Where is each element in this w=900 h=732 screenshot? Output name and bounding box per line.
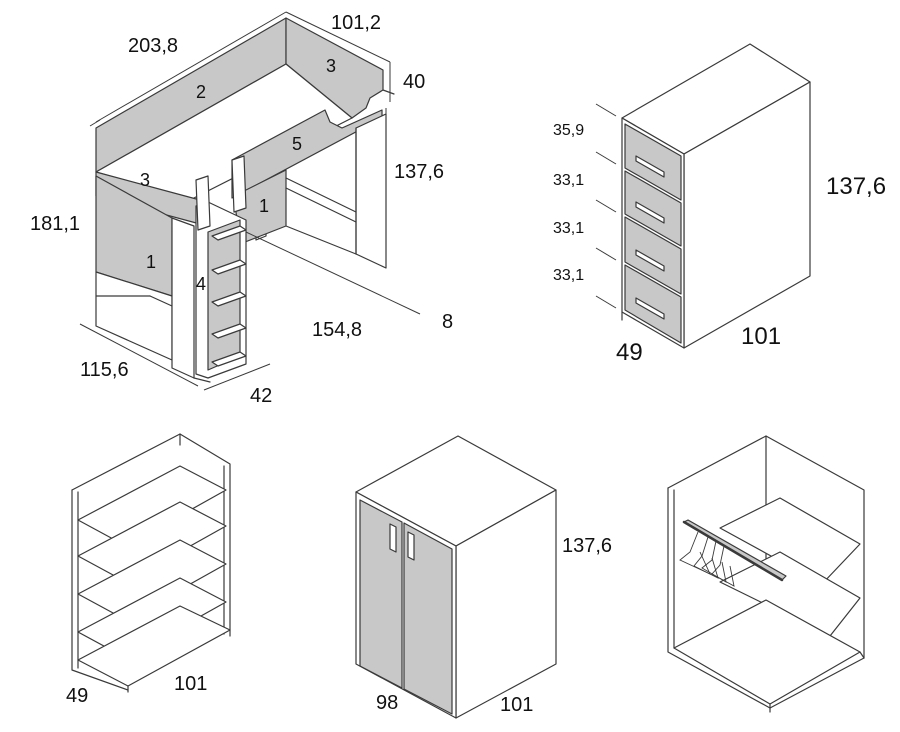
- drawer-height-label: 35,9: [553, 122, 584, 139]
- dim-total-height-label: 181,1: [30, 213, 80, 235]
- shelf-board: [77, 501, 227, 583]
- shelf-boards: [77, 465, 231, 687]
- chest-dimension-ticks: [595, 103, 617, 309]
- shelving-depth-label: 49: [66, 685, 88, 707]
- drawer-front: [624, 216, 682, 295]
- shelving-drawing: [71, 433, 231, 693]
- wardrobe-door-right: [403, 522, 453, 715]
- shelf-board: [77, 465, 227, 547]
- right-post: [355, 113, 387, 269]
- chest-depth-label: 49: [616, 339, 643, 366]
- hanger-icon: [701, 540, 727, 583]
- part-number-label: 5: [292, 134, 302, 154]
- wardrobe-width-label: 98: [376, 692, 398, 714]
- dim-length-label: 203,8: [128, 35, 178, 57]
- drawer-handle-icon: [635, 155, 665, 178]
- drawer-height-label: 33,1: [553, 220, 584, 237]
- hanger-icon: [693, 536, 719, 579]
- drawer-handle-icon: [635, 297, 665, 320]
- wardrobe-drawing: [355, 435, 557, 719]
- wardrobe-height-label: 137,6: [562, 535, 612, 557]
- drawer-handle-icon: [635, 249, 665, 272]
- part-number-label: 1: [146, 252, 156, 272]
- drawer-handles: [635, 155, 665, 320]
- drawer-height-label: 33,1: [553, 267, 584, 284]
- door-handle-icon: [389, 523, 397, 553]
- loft-bed-dimension-lines: [79, 11, 421, 391]
- chest-drawing: [621, 43, 811, 349]
- drawer-front: [624, 264, 682, 344]
- part-number-label: 3: [140, 170, 150, 190]
- dim-lower-length-label: 154,8: [312, 319, 362, 341]
- dim-ladder-width-label: 42: [250, 385, 272, 407]
- drawer-front: [624, 170, 682, 247]
- part-number-label: 1: [259, 196, 269, 216]
- wardrobe-depth-label: 101: [500, 694, 533, 716]
- dim-rail-offset-label: 8: [442, 311, 453, 333]
- dim-top-right-height-label: 137,6: [394, 161, 444, 183]
- drawer-height-label: 33,1: [553, 172, 584, 189]
- front-post: [171, 217, 195, 379]
- ladder-step: [211, 259, 247, 275]
- ladder-step: [211, 291, 247, 307]
- hanger-icon: [711, 545, 735, 587]
- interior-drawing: [667, 435, 865, 713]
- dim-rail-height-label: 40: [403, 71, 425, 93]
- ladder-steps: [211, 225, 247, 367]
- ladder-step: [211, 351, 247, 367]
- ladder-handrail-right: [231, 155, 247, 213]
- dim-bottom-width-label: 115,6: [80, 359, 129, 381]
- chest-height-label: 137,6: [826, 173, 886, 200]
- shelving-width-label: 101: [174, 673, 207, 695]
- chest-width-label: 101: [741, 323, 781, 350]
- part-number-label: 4: [196, 274, 206, 294]
- door-handle-icon: [407, 531, 415, 561]
- ladder-step: [211, 225, 247, 241]
- shelf-board: [77, 539, 227, 621]
- part-number-label: 3: [326, 56, 336, 76]
- drawer-front: [624, 123, 682, 201]
- loft-bed-drawing: [95, 17, 395, 383]
- drawer-fronts: [624, 123, 682, 344]
- drawer-handle-icon: [635, 201, 665, 224]
- part-number-label: 2: [196, 82, 206, 102]
- hanger-icon: [679, 531, 711, 575]
- ladder-step: [211, 323, 247, 339]
- shelf-board: [77, 605, 231, 687]
- dim-depth-label: 101,2: [331, 12, 381, 34]
- ladder-handrail-left: [195, 175, 211, 231]
- hanger-icons: [679, 531, 735, 587]
